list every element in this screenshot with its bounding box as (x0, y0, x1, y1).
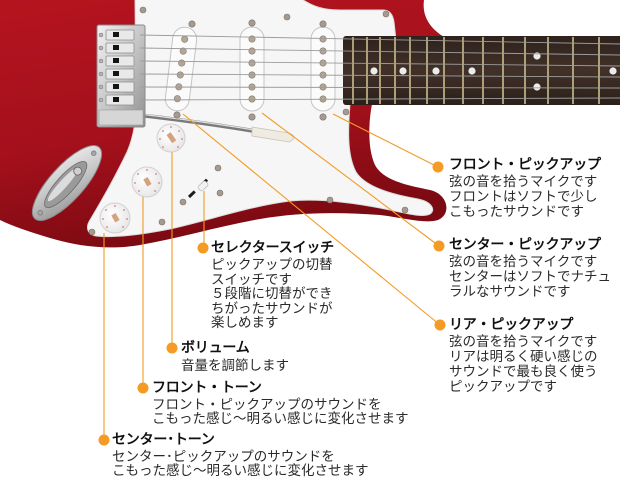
annotation-line: 楽しめます (211, 315, 279, 331)
annotation-line: こもった感じ〜明るい感じに変化させます (152, 411, 409, 427)
front-tone-knob (131, 166, 163, 198)
fretboard (343, 36, 620, 105)
annotation-line: ５段階に切替ができ (211, 286, 333, 302)
annotation-body: 弦の音を拾うマイクです リアは明るく硬い感じの サウンドで最も良く使う ピックア… (449, 335, 598, 395)
leader-center-pickup (261, 112, 440, 247)
annotation-line: 弦の音を拾うマイクです (449, 174, 598, 190)
annotation-front-tone: フロント・トーン フロント・ピックアップのサウンドを こもった感じ〜明るい感じに… (152, 380, 409, 426)
annotation-line: こもったサウンドです (449, 204, 584, 220)
leader-front-pickup (332, 113, 439, 168)
callout-dot-icon (137, 382, 149, 394)
callout-dot-icon (166, 342, 178, 354)
callout-dot-icon (98, 434, 110, 446)
callout-dots (98, 161, 446, 446)
leader-rear-pickup (182, 113, 441, 326)
annotation-title: ボリューム (181, 340, 250, 356)
volume-knob (156, 123, 186, 153)
output-jack-plate (31, 145, 103, 221)
annotation-body: 弦の音を拾うマイクです センターはソフトでナチュ ラルなサウンドです (449, 255, 611, 300)
annotation-line: 弦の音を拾うマイクです (449, 254, 598, 270)
callout-dot-icon (197, 242, 209, 254)
annotation-line: 弦の音を拾うマイクです (449, 334, 598, 350)
annotation-title: センター・ピックアップ (449, 237, 601, 253)
bridge (96, 24, 146, 128)
center-pickup (239, 26, 265, 112)
annotation-body: フロント・ピックアップのサウンドを こもった感じ〜明るい感じに変化させます (152, 398, 409, 426)
annotation-title: フロント・トーン (152, 380, 262, 396)
annotation-body: 弦の音を拾うマイクです フロントはソフトで少し こもったサウンドです (449, 175, 601, 220)
annotation-line: リアは明るく硬い感じの (449, 349, 598, 365)
strings (139, 34, 620, 101)
selector-switch (187, 172, 215, 199)
annotation-front-pickup: フロント・ピックアップ 弦の音を拾うマイクです フロントはソフトで少し こもった… (449, 157, 601, 220)
annotation-title: リア・ピックアップ (449, 317, 574, 333)
annotation-line: スイッチです (211, 271, 292, 288)
annotation-title: センター･トーン (112, 432, 215, 448)
annotation-line: ピックアップの切替 (211, 257, 333, 273)
annotation-body: 音量を調節します (181, 359, 289, 374)
annotation-line: こもった感じ〜明るい感じに変化させます (112, 463, 369, 479)
pickup-screws (173, 19, 327, 121)
callout-dot-icon (433, 240, 445, 252)
annotation-line: フロント・ピックアップのサウンドを (152, 397, 382, 413)
leader-lines (103, 112, 441, 440)
annotation-title: セレクタースイッチ (211, 240, 334, 256)
annotation-line: センター･ピックアップのサウンドを (112, 449, 335, 465)
annotation-selector-switch: セレクタースイッチ ピックアップの切替 スイッチです ５段階に切替ができ ちがっ… (211, 240, 334, 331)
annotation-line: サウンドで最も良く使う (449, 364, 598, 380)
annotation-line: 音量を調節します (181, 358, 289, 374)
front-pickup (310, 26, 336, 112)
frets (352, 37, 600, 104)
annotation-line: センターはソフトでナチュ (449, 269, 611, 285)
annotation-center-tone: センター･トーン センター･ピックアップのサウンドを こもった感じ〜明るい感じに… (112, 432, 369, 478)
center-tone-knob (99, 202, 131, 234)
annotation-body: ピックアップの切替 スイッチです ５段階に切替ができ ちがったサウンドが 楽しめ… (211, 258, 334, 331)
annotation-line: ちがったサウンドが (211, 300, 333, 317)
annotation-rear-pickup: リア・ピックアップ 弦の音を拾うマイクです リアは明るく硬い感じの サウンドで最… (449, 317, 598, 395)
annotation-body: センター･ピックアップのサウンドを こもった感じ〜明るい感じに変化させます (112, 450, 369, 478)
annotation-title: フロント・ピックアップ (449, 157, 601, 173)
annotation-line: ピックアップです (449, 379, 557, 395)
annotation-volume: ボリューム 音量を調節します (181, 340, 289, 374)
annotation-center-pickup: センター・ピックアップ 弦の音を拾うマイクです センターはソフトでナチュ ラルな… (449, 237, 611, 300)
callout-dot-icon (434, 319, 446, 331)
annotation-line: ラルなサウンドです (449, 284, 571, 300)
annotation-line: フロントはソフトで少し (449, 189, 598, 205)
callout-dot-icon (432, 161, 444, 173)
